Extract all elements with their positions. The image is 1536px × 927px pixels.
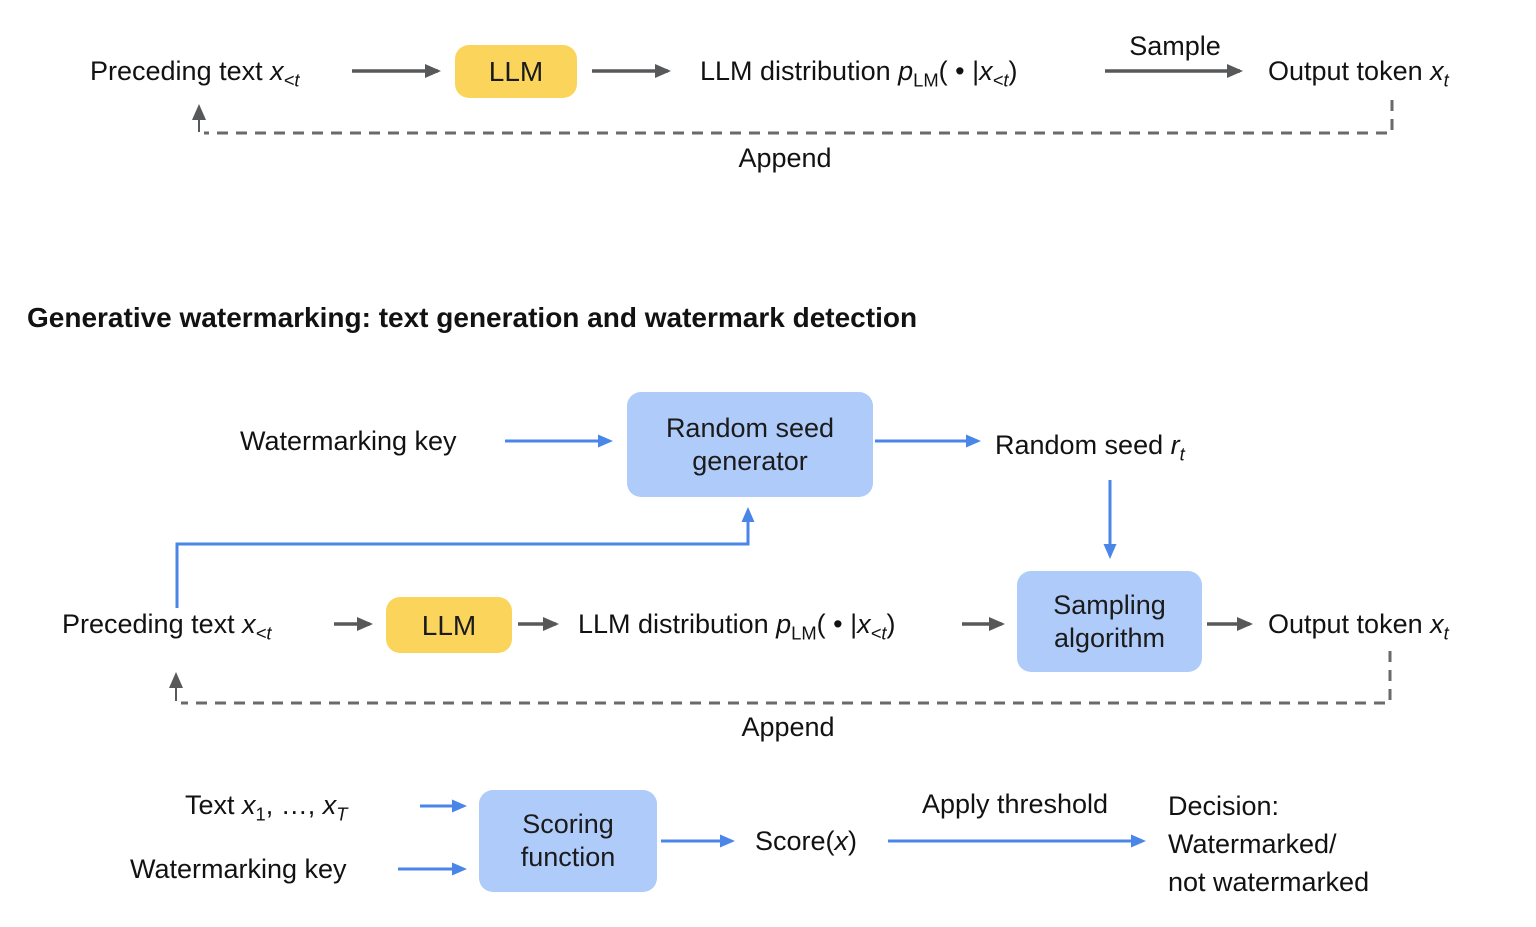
llm-box-top: LLM: [455, 45, 577, 98]
decision-line-1: Decision:: [1168, 791, 1280, 821]
decision-label: Decision: Watermarked/ not watermarked: [1168, 787, 1369, 901]
score-label: Score(x): [755, 826, 858, 856]
llm-box-mid: LLM: [386, 597, 512, 653]
output-token-label-mid: Output token xt: [1268, 609, 1449, 644]
llm-distribution-label-top: LLM distribution pLM( • |x<t): [700, 56, 1018, 91]
append-label-top: Append: [738, 143, 832, 173]
output-token-label-top: Output token xt: [1268, 56, 1449, 91]
decision-line-3: not watermarked: [1168, 867, 1370, 897]
dashed-append-feedback-top: [204, 100, 1394, 135]
text-tokens-label: Text x1, …, xT: [185, 790, 348, 825]
append-label-mid: Append: [741, 712, 835, 742]
decision-line-2: Watermarked/: [1168, 829, 1337, 859]
scoring-function-box: Scoring function: [479, 790, 657, 892]
random-seed-generator-box: Random seed generator: [627, 392, 873, 497]
random-seed-label: Random seed rt: [995, 430, 1185, 465]
sample-label: Sample: [1129, 31, 1221, 61]
dashed-append-feedback-mid: [181, 651, 1392, 705]
preceding-text-label-mid: Preceding text x<t: [62, 609, 272, 644]
section-heading: Generative watermarking: text generation…: [27, 302, 918, 333]
elbow-preceding-to-seed-generator: [175, 507, 755, 608]
apply-threshold-label: Apply threshold: [921, 789, 1109, 819]
llm-distribution-label-mid: LLM distribution pLM( • |x<t): [578, 609, 896, 644]
sampling-algorithm-box: Sampling algorithm: [1017, 571, 1202, 672]
preceding-text-label-top: Preceding text x<t: [90, 56, 300, 91]
watermarking-key-label-mid: Watermarking key: [240, 426, 457, 456]
watermarking-key-label-bottom: Watermarking key: [130, 854, 347, 884]
